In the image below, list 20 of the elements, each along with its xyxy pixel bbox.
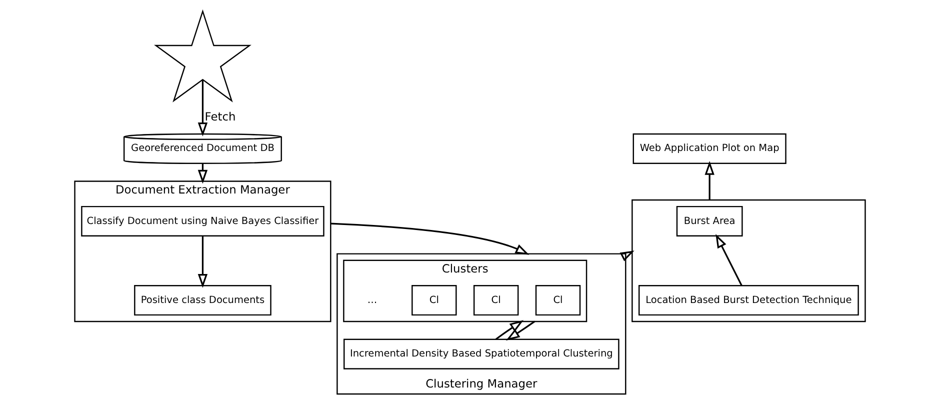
node-star (154, 9, 252, 102)
arrow (704, 161, 714, 200)
label: … (367, 294, 378, 306)
node-box: Incremental Density Based Spatiotemporal Clustering (344, 338, 620, 370)
node-box: Cl (412, 285, 457, 316)
node-box: Cl (473, 285, 519, 316)
arrow (506, 320, 536, 341)
node-box: Burst Area (676, 206, 743, 236)
arrow (330, 222, 530, 255)
node-box: Positive class Documents (134, 285, 272, 316)
arrow (716, 234, 742, 286)
arrow (495, 320, 524, 340)
edge-label: Fetch (204, 109, 236, 124)
cluster (632, 199, 866, 322)
node-box: Web Application Plot on Map (632, 133, 786, 164)
node-box: Location Based Burst Detection Technique (638, 285, 859, 316)
arrow (620, 250, 634, 262)
node-box: Classify Document using Naive Bayes Classifier (81, 206, 324, 236)
arrow (198, 236, 208, 288)
node-box: Cl (535, 285, 581, 316)
